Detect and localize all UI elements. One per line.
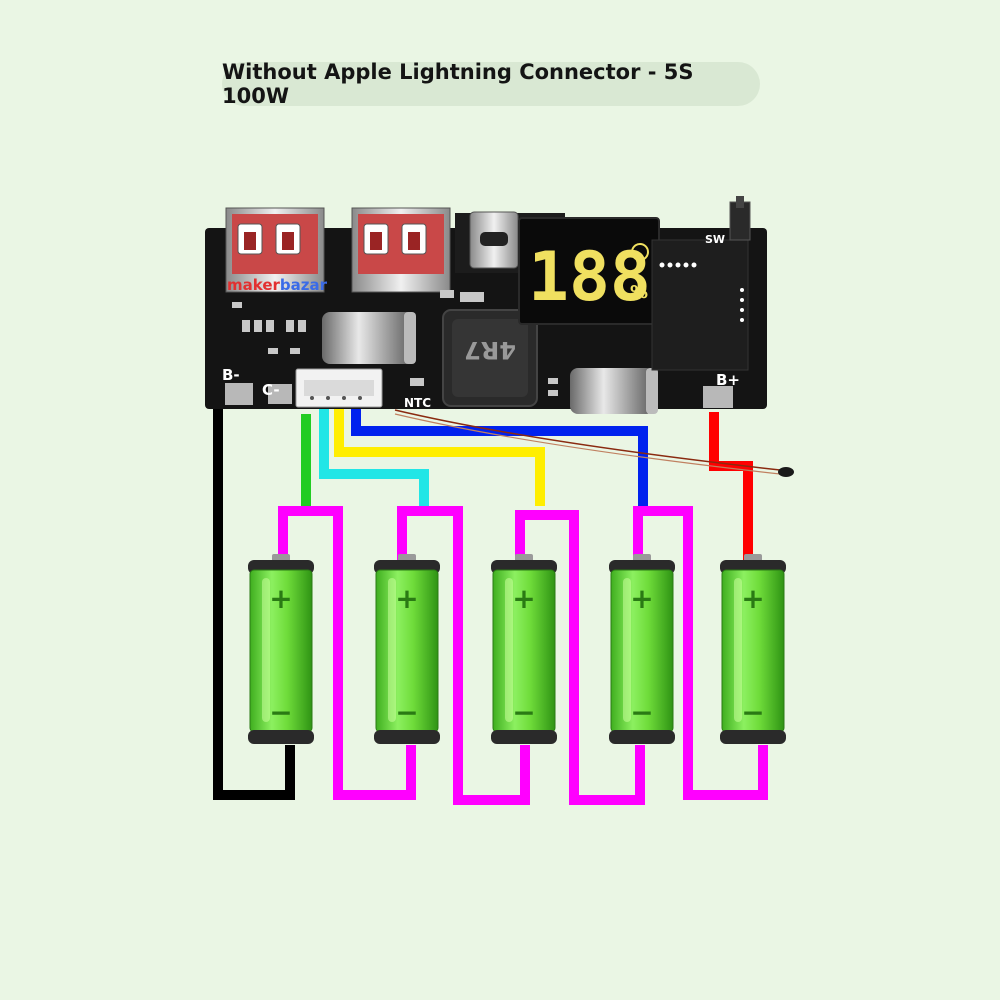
battery-plus-sign: + xyxy=(630,582,653,615)
label-b-minus: B- xyxy=(222,366,240,384)
battery-minus-sign: − xyxy=(395,696,418,729)
battery: +− xyxy=(491,554,557,744)
battery-minus-sign: − xyxy=(741,696,764,729)
brand-maker: maker xyxy=(227,276,280,294)
display-percent: % xyxy=(630,282,648,303)
capacitor-right xyxy=(570,368,658,414)
battery-plus-sign: + xyxy=(512,582,535,615)
inductor: 4R7 xyxy=(442,309,538,407)
inductor-marking: 4R7 xyxy=(464,336,516,364)
balance-connector xyxy=(295,368,383,408)
balance-wire-cyan xyxy=(319,406,429,506)
battery-minus-sign: − xyxy=(269,696,292,729)
smd-components xyxy=(232,290,558,396)
series-wire-3 xyxy=(515,510,645,805)
brand-bazar: bazar xyxy=(280,276,328,294)
usb-port-2 xyxy=(351,207,451,293)
ntc-sensor xyxy=(394,409,794,477)
positive-wire xyxy=(709,412,753,560)
pad-c-minus xyxy=(268,384,292,404)
series-wire-4 xyxy=(633,506,768,800)
series-wire-2 xyxy=(397,506,530,805)
capacitor-left xyxy=(322,312,416,364)
balance-wire-yellow xyxy=(334,406,545,506)
battery-plus-sign: + xyxy=(741,582,764,615)
battery: +− xyxy=(720,554,786,744)
led-display: 188 % xyxy=(518,217,660,325)
pad-b-minus xyxy=(225,383,253,405)
battery-plus-sign: + xyxy=(395,582,418,615)
charge-icon xyxy=(631,243,649,261)
bms-board: makerbazar 4R7 xyxy=(205,196,767,414)
battery-plus-sign: + xyxy=(269,582,292,615)
label-sw: SW xyxy=(705,233,725,246)
battery: +− xyxy=(248,554,314,744)
pin-header xyxy=(659,262,744,322)
battery-pack: +−+−+−+−+− xyxy=(248,554,786,744)
label-b-plus: B+ xyxy=(716,371,740,389)
control-module xyxy=(651,239,749,371)
svg-text:makerbazar: makerbazar xyxy=(227,276,328,294)
page-title: Without Apple Lightning Connector - 5S 1… xyxy=(222,60,760,108)
battery: +− xyxy=(374,554,440,744)
battery-minus-sign: − xyxy=(512,696,535,729)
series-wire-1 xyxy=(278,506,416,800)
battery-minus-sign: − xyxy=(630,696,653,729)
pad-b-plus xyxy=(703,386,733,408)
negative-wire xyxy=(213,408,295,800)
battery: +− xyxy=(609,554,675,744)
label-ntc: NTC xyxy=(404,396,431,410)
series-wires xyxy=(278,506,768,805)
usb-port-1 xyxy=(225,207,325,293)
label-c-minus: C- xyxy=(262,381,280,399)
display-digits: 188 xyxy=(528,238,651,317)
